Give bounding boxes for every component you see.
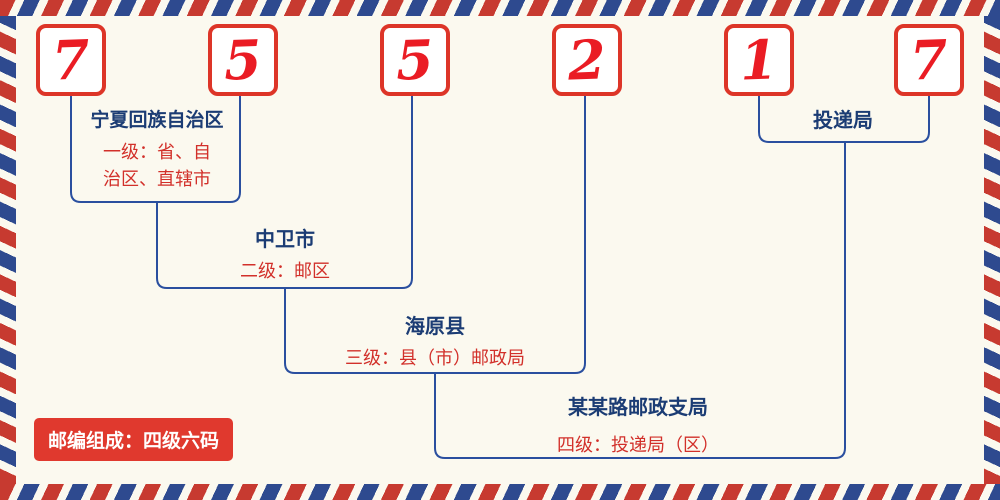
airmail-border-left (0, 16, 16, 484)
digit-1: 7 (51, 27, 91, 93)
digit-box-6: 7 (894, 24, 964, 96)
label-level3-county: 海原县 三级：县（市）邮政局 (310, 313, 560, 372)
digit-5: 1 (739, 27, 779, 93)
label-level4-branch: 某某路邮政支局 四级：投递局（区） (508, 394, 768, 459)
level4-name: 某某路邮政支局 (568, 395, 708, 419)
level3-name: 海原县 (405, 314, 465, 338)
label-level2-prefecture: 中卫市 二级：邮区 (185, 226, 385, 285)
digit-box-5: 1 (724, 24, 794, 96)
digit-box-1: 7 (36, 24, 106, 96)
digit-box-2: 5 (208, 24, 278, 96)
level3-desc: 三级：县（市）邮政局 (345, 348, 525, 369)
digit-2: 5 (223, 27, 263, 93)
digit-3: 5 (395, 27, 435, 93)
level2-desc: 二级：邮区 (240, 261, 330, 282)
digit-4: 2 (567, 27, 607, 93)
connector-level4-bracket (434, 142, 846, 459)
level4-desc: 四级：投递局（区） (557, 435, 719, 456)
composition-note-badge: 邮编组成：四级六码 (34, 418, 234, 461)
level1-name: 宁夏回族自治区 (90, 109, 224, 131)
connector-level1-bracket (70, 96, 241, 203)
delivery-name: 投递局 (813, 108, 873, 132)
label-level1-province: 宁夏回族自治区 一级：省、自治区、直辖市 (77, 108, 237, 193)
label-delivery-office: 投递局 (773, 107, 913, 133)
digit-6: 7 (909, 27, 949, 93)
digit-box-4: 2 (552, 24, 622, 96)
airmail-border-top (0, 0, 1000, 16)
level2-name: 中卫市 (255, 227, 315, 251)
digit-box-3: 5 (380, 24, 450, 96)
airmail-border-right (984, 16, 1000, 484)
connector-delivery-bracket (758, 96, 930, 143)
airmail-border-bottom (0, 484, 1000, 500)
level1-desc: 一级：省、自治区、直辖市 (103, 141, 211, 190)
